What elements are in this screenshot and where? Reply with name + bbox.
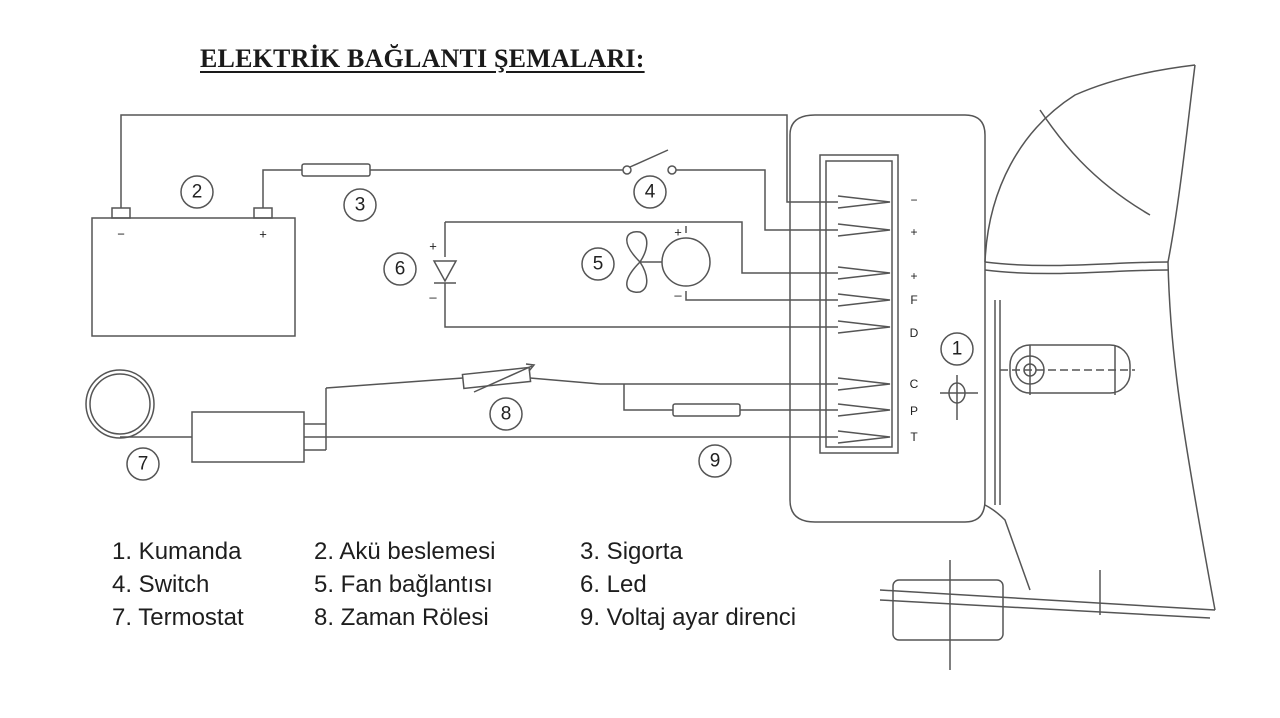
legend-item-3: 3. Sigorta [580, 538, 683, 565]
terminal-label-d: D [910, 326, 919, 340]
fan-minus-label: – [674, 288, 682, 303]
terminal-label-c: C [910, 377, 919, 391]
callout-7: 7 [138, 454, 149, 475]
time-relay-symbol [461, 363, 536, 393]
legend-item-4: 4. Switch [112, 571, 210, 598]
wires [120, 114, 838, 438]
callout-8: 8 [501, 404, 512, 425]
legend-item-1: 1. Kumanda [112, 538, 242, 565]
legend-item-5: 5. Fan bağlantısı [314, 571, 493, 598]
legend-item-6: 6. Led [580, 571, 647, 598]
battery-minus-label: − [117, 227, 125, 242]
fuse-symbol [301, 163, 371, 177]
kumanda-knob [940, 375, 978, 420]
led-symbol [432, 260, 458, 284]
callout-2: 2 [192, 182, 203, 203]
terminal-label-p: P [910, 404, 918, 418]
page-title: ELEKTRİK BAĞLANTI ŞEMALARI: [200, 44, 645, 73]
thermostat-symbol [85, 369, 327, 463]
terminal-label-f: F [910, 293, 917, 307]
legend-item-7: 7. Termostat [112, 604, 244, 631]
callout-9: 9 [710, 451, 721, 472]
terminal-spades [837, 195, 891, 444]
callout-1: 1 [952, 339, 963, 360]
led-minus-label: – [429, 290, 437, 305]
callout-circles [126, 175, 974, 481]
fan-plus-label: + [674, 225, 682, 240]
led-plus-label: + [429, 239, 437, 254]
mounting-bracket [879, 64, 1216, 670]
battery-plus-label: + [259, 227, 267, 242]
legend-item-9: 9. Voltaj ayar direnci [580, 604, 797, 631]
legend-item-2: 2. Akü beslemesi [314, 538, 496, 565]
voltage-resistor-symbol [672, 403, 741, 417]
terminal-label-t: T [910, 430, 918, 444]
terminal-label-minus: − [910, 193, 917, 207]
callout-4: 4 [645, 182, 656, 203]
terminal-label-plus-2: + [910, 269, 917, 283]
fan-symbol [626, 231, 711, 293]
callout-3: 3 [355, 195, 366, 216]
callout-6: 6 [395, 259, 406, 280]
switch-symbol [622, 149, 677, 175]
control-panel [789, 114, 986, 523]
callout-5: 5 [593, 254, 604, 275]
legend-item-8: 8. Zaman Rölesi [314, 604, 489, 631]
terminal-label-plus-1: + [910, 225, 917, 239]
